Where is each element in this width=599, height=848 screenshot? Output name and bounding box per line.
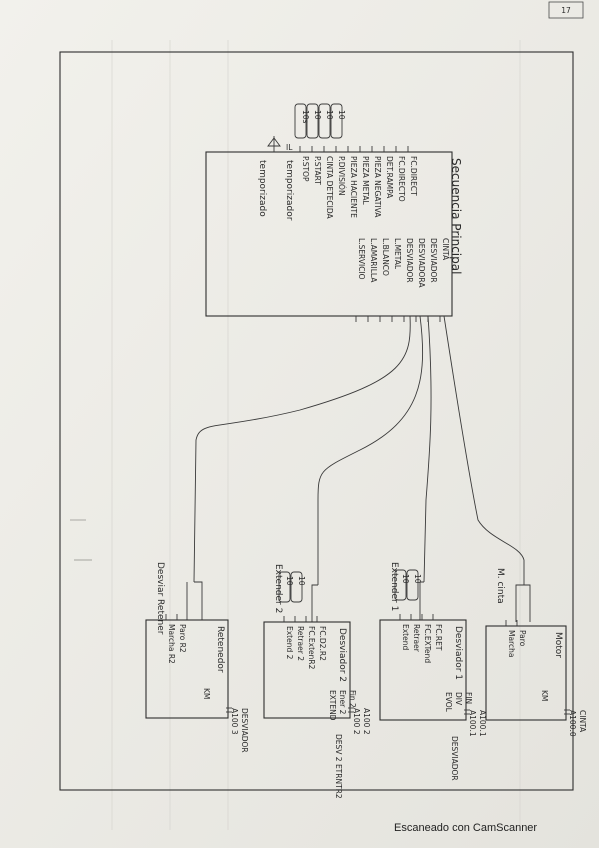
block-input-label: FC.D2.R2 bbox=[318, 626, 327, 661]
block-title: Desviador 2 bbox=[337, 628, 347, 682]
timer-label: temporizador bbox=[284, 160, 294, 221]
block-output-label: A100.1 bbox=[478, 710, 487, 737]
block-output-label: A100 3 bbox=[230, 708, 239, 735]
main-output-label: DESVIADORA bbox=[417, 238, 426, 288]
main-input-label: CINTA DETECIDA bbox=[325, 156, 334, 219]
block-tag-text: 10 bbox=[401, 574, 410, 584]
main-block-title: Secuencia Principal bbox=[449, 158, 463, 274]
block-input-label: Marcha R2 bbox=[167, 624, 176, 664]
block-tag-text: 10 bbox=[285, 576, 294, 586]
block-tag bbox=[290, 571, 303, 603]
block-side-label: EVOL bbox=[444, 692, 453, 713]
main-output-label: L.AMARILLA bbox=[369, 238, 378, 283]
block-input-label: FC.RET bbox=[434, 624, 443, 651]
block-output-label: DESVIADOR bbox=[240, 708, 249, 753]
block-tag bbox=[394, 569, 407, 601]
preset-tag bbox=[318, 103, 331, 139]
block-tag-text: 10 bbox=[413, 574, 422, 584]
block-output-label: CINTA bbox=[578, 710, 587, 733]
main-output-label: DESVIADOR bbox=[429, 238, 438, 283]
preset-tag-text: 10 bbox=[313, 110, 322, 120]
block-frame bbox=[379, 619, 467, 721]
block-header: Desviar Retener bbox=[155, 562, 165, 635]
main-right-outputs: CINTADESVIADORDESVIADORADESVIADORL.METAL… bbox=[355, 238, 450, 322]
block-output-label: A100.0 bbox=[568, 710, 577, 737]
main-input-label: FC.DIRECTO bbox=[397, 156, 406, 202]
main-output-label: DESVIADOR bbox=[405, 238, 414, 283]
main-output-label: CINTA bbox=[441, 238, 450, 261]
main-input-label: FC.DIRECT bbox=[409, 156, 418, 196]
main-input-label: P.DIVISIÓN bbox=[337, 156, 346, 196]
svg-text:17: 17 bbox=[561, 6, 571, 15]
main-input-label: DET.RAMPA bbox=[385, 156, 394, 199]
main-input-label: P.STOP bbox=[301, 156, 310, 182]
main-input-label: PIEZA NEGATIVA bbox=[373, 156, 382, 218]
block-input-label: Extend 2 bbox=[285, 626, 294, 660]
page-number: 17 bbox=[548, 1, 584, 19]
block-tag-text: 10 bbox=[297, 576, 306, 586]
block-input-label: Retraer 2 bbox=[296, 626, 305, 661]
block-bottom-label: DESV 2 ETRNTR2 bbox=[334, 734, 343, 799]
main-input-label: PIEZA METAL bbox=[361, 156, 370, 205]
main-output-label: L.METAL bbox=[393, 238, 402, 270]
timer-arrow-icon bbox=[267, 137, 281, 147]
main-output-label: L.SERVICIO bbox=[357, 238, 366, 280]
block-tag bbox=[406, 569, 419, 601]
preset-tag-text: 10s bbox=[301, 110, 310, 124]
preset-tag bbox=[306, 103, 319, 139]
block-input-label: Marcha bbox=[507, 630, 516, 657]
block-output-label: A100.1 bbox=[468, 710, 477, 737]
block-output-label: A100 2 bbox=[362, 708, 371, 735]
block-side-label: EXTEND bbox=[328, 690, 337, 721]
block-frame bbox=[485, 625, 567, 721]
main-output-label: L.BLANCO bbox=[381, 238, 390, 276]
block-frame bbox=[145, 619, 229, 719]
main-input-label: P.START bbox=[313, 156, 322, 185]
block-input-label: Extend bbox=[401, 624, 410, 650]
block-side-label: FIN bbox=[464, 692, 473, 704]
timer-sub: temporizado bbox=[257, 160, 267, 217]
block-input-label: Paro R2 bbox=[178, 624, 187, 653]
block-tag bbox=[278, 571, 291, 603]
block-input-label: FC.ExtenR2 bbox=[307, 626, 316, 670]
wires bbox=[186, 315, 531, 622]
timer-value: IL bbox=[286, 143, 293, 152]
preset-tag-text: 10 bbox=[337, 110, 346, 120]
preset-tag-text: 10 bbox=[325, 110, 334, 120]
block-bottom-label: DESVIADOR bbox=[450, 736, 459, 781]
paper-rules bbox=[111, 40, 521, 830]
block-title: Desviador 1 bbox=[453, 626, 463, 680]
block-header: Extender 1 bbox=[389, 562, 399, 611]
block-side-label: Fin 2 bbox=[348, 690, 357, 708]
outer-frame bbox=[59, 51, 574, 791]
preset-tag bbox=[330, 103, 343, 139]
block-input-label: FC.EXTend bbox=[423, 624, 432, 663]
margin-marks bbox=[70, 519, 92, 561]
watermark: Escaneado con CamScanner bbox=[394, 822, 538, 834]
block-side-label: DIV bbox=[454, 692, 463, 706]
main-input-label: PIEZA HACIENTE bbox=[349, 156, 358, 218]
block-title: Retenedor bbox=[215, 626, 225, 673]
block-header: Extender 2 bbox=[273, 564, 283, 613]
block-k-label: KM bbox=[202, 688, 211, 699]
block-side-label: Ener 2 bbox=[338, 690, 347, 715]
block-input-label: Retraer bbox=[412, 624, 421, 653]
block-title: Motor bbox=[553, 632, 563, 658]
block-frame bbox=[263, 621, 351, 719]
preset-tag bbox=[294, 103, 307, 139]
block-header: M. cinta bbox=[495, 568, 505, 604]
block-k-label: KM bbox=[540, 690, 549, 701]
block-input-label: Paro bbox=[518, 630, 527, 647]
block-output-label: A100 2 bbox=[352, 708, 361, 735]
